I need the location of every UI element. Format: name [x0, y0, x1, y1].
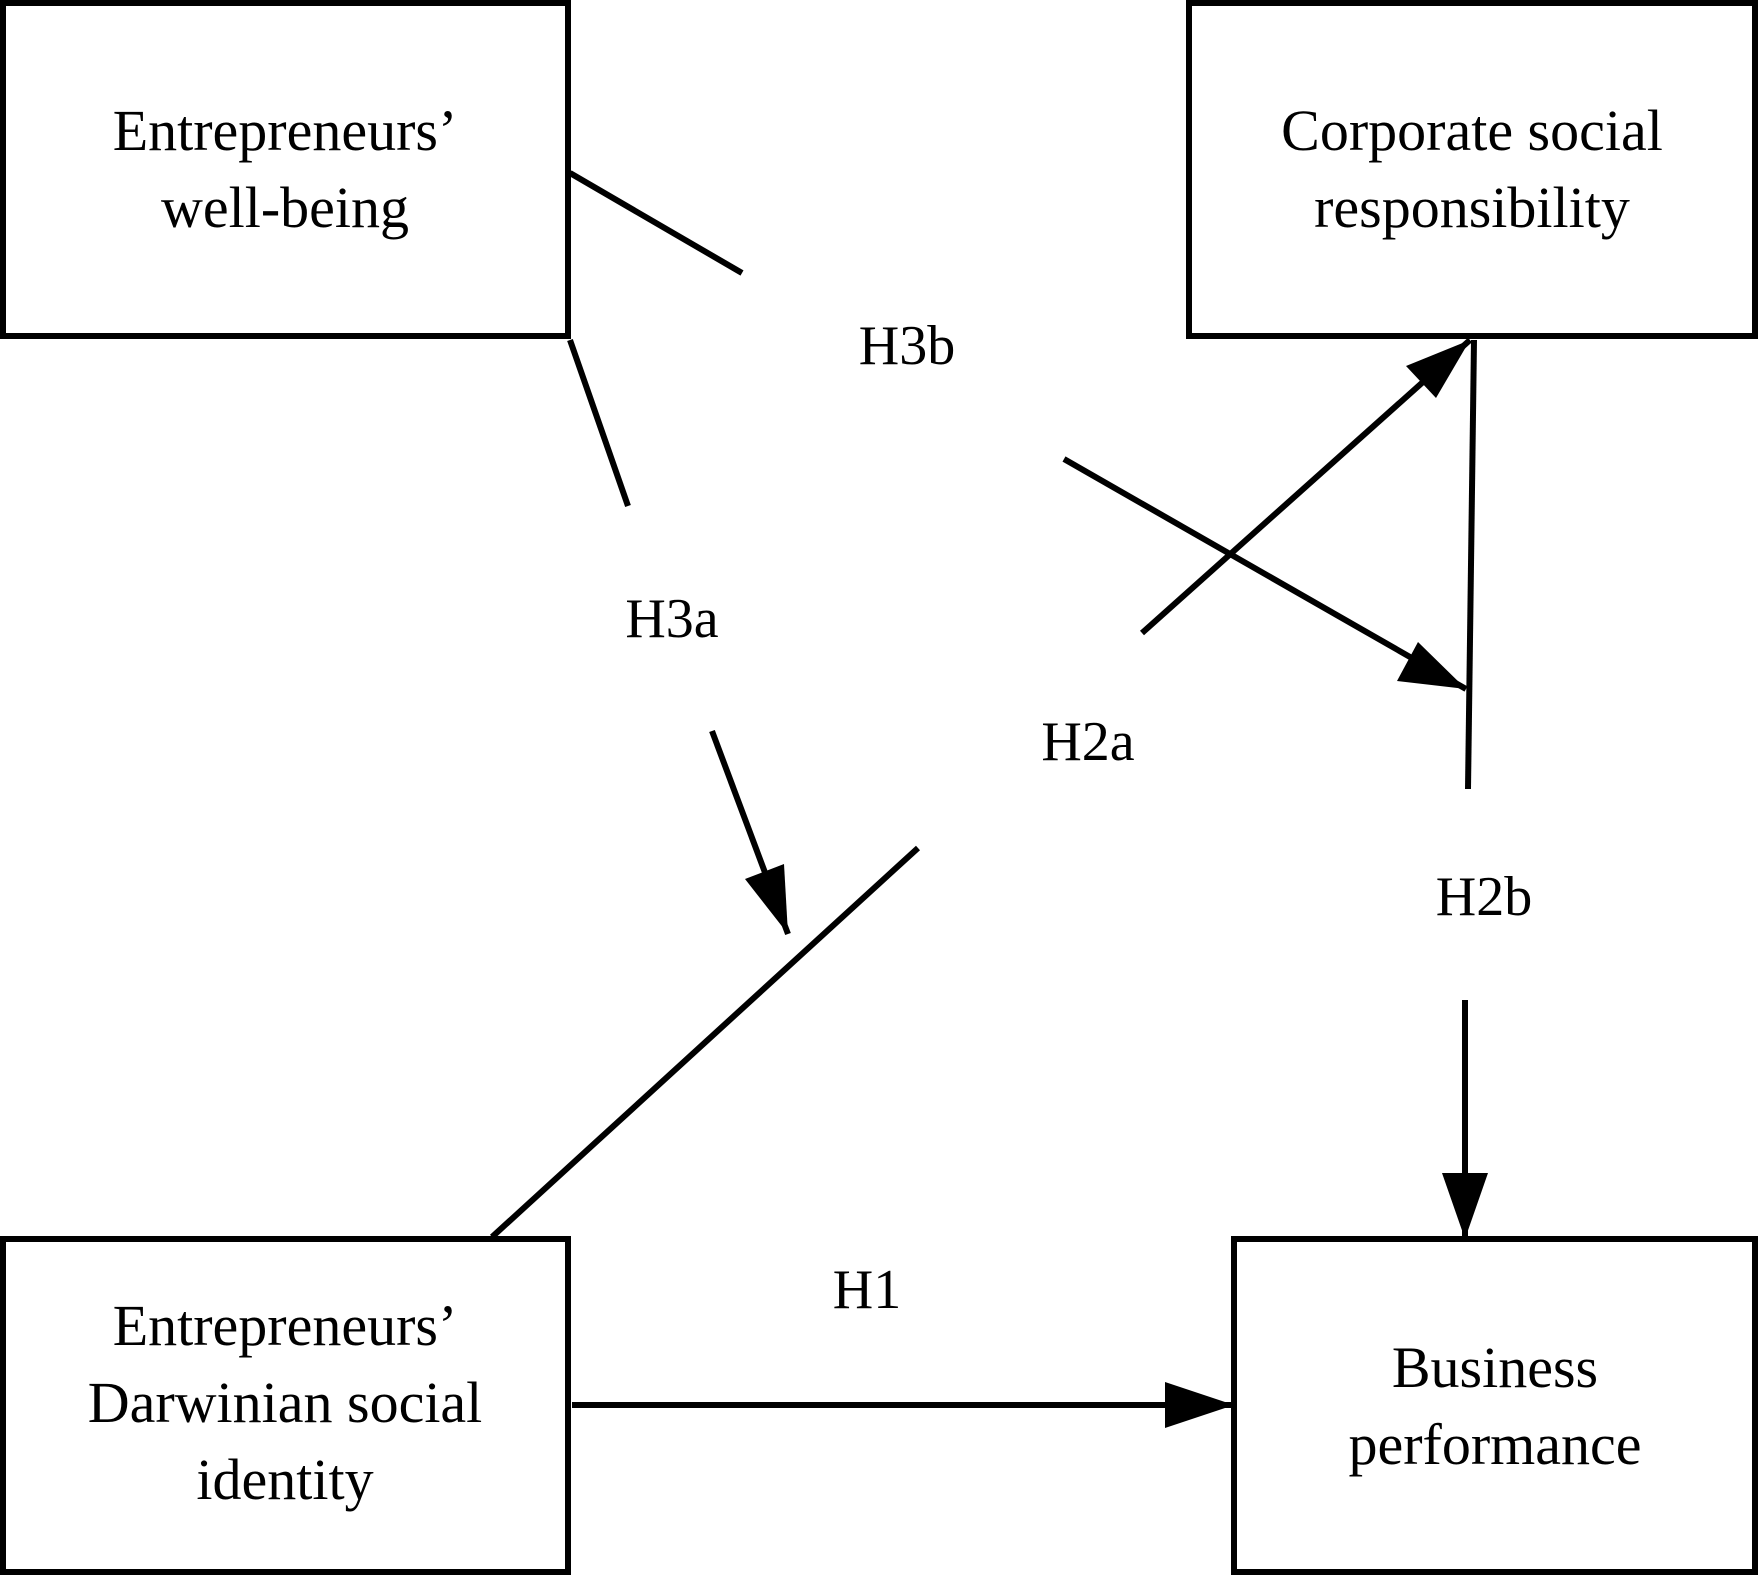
h3a-line-upper — [567, 339, 631, 507]
label-h1: H1 — [833, 1259, 901, 1321]
label-h3a: H3a — [625, 588, 718, 650]
h2a-arrowhead — [1406, 340, 1470, 398]
darwinian-line-2: Darwinian social — [88, 1370, 483, 1435]
label-h2a: H2a — [1041, 711, 1134, 773]
arrow-h2a — [489, 337, 1472, 1240]
h3a-arrowhead — [745, 864, 788, 934]
arrow-h2b — [1442, 339, 1488, 1239]
performance-line-2: performance — [1348, 1412, 1641, 1477]
box-darwinian: Entrepreneurs’ Darwinian social identity — [0, 1236, 571, 1575]
box-csr: Corporate social responsibility — [1186, 0, 1758, 339]
h2a-line-lower — [489, 845, 921, 1240]
csr-line-2: responsibility — [1314, 175, 1630, 240]
arrow-h3a — [567, 339, 791, 936]
label-h2b: H2b — [1436, 866, 1532, 928]
box-performance: Business performance — [1231, 1236, 1758, 1575]
h3b-line-lower — [1062, 456, 1468, 692]
label-h3b: H3b — [859, 315, 955, 377]
wellbeing-line-1: Entrepreneurs’ — [113, 98, 458, 163]
performance-line-1: Business — [1392, 1335, 1598, 1400]
darwinian-line-3: identity — [196, 1447, 373, 1512]
wellbeing-line-2: well-being — [161, 175, 409, 240]
h1-arrowhead — [1165, 1382, 1234, 1428]
box-wellbeing: Entrepreneurs’ well-being — [0, 0, 571, 339]
h2a-line-upper — [1140, 337, 1472, 636]
h3b-line-upper — [568, 170, 744, 276]
darwinian-line-1: Entrepreneurs’ — [113, 1293, 458, 1358]
arrow-h3b — [568, 170, 1468, 692]
arrow-h1 — [572, 1382, 1234, 1428]
csr-line-1: Corporate social — [1281, 98, 1663, 163]
h2b-arrowhead — [1442, 1173, 1488, 1239]
h2b-line-upper — [1465, 339, 1477, 790]
h3b-arrowhead — [1397, 642, 1466, 689]
